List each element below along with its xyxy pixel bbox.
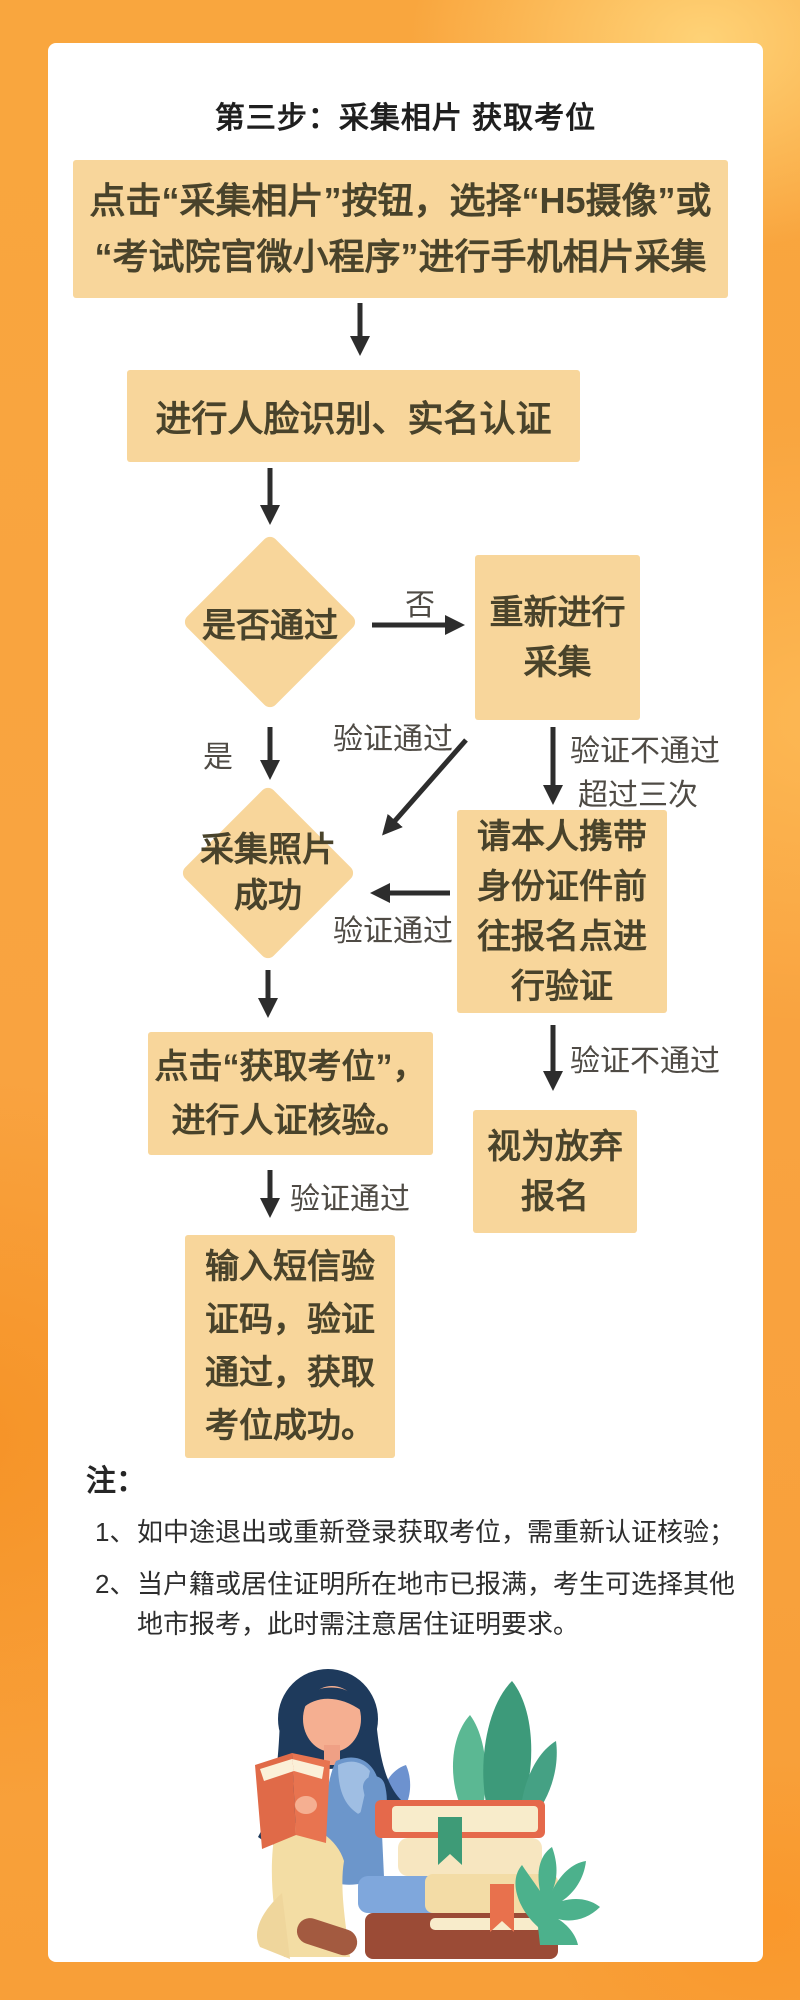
- edge-label-pass-from-onsite: 验证通过: [333, 915, 453, 948]
- edge-label-fail-giveup: 验证不通过: [570, 1045, 720, 1078]
- edge-label-no: 否: [405, 589, 435, 622]
- flow-node-sms-code: 输入短信验 证码，验证 通过，获取 考位成功。: [185, 1235, 395, 1458]
- flow-decision-pass: 是否通过: [181, 533, 359, 711]
- small-plant-icon: [515, 1847, 600, 1945]
- girl-reading-icon: [255, 1669, 402, 1959]
- plant-icon: [452, 1681, 557, 1819]
- edge-label-fail-over3-line1: 验证不通过: [570, 735, 720, 768]
- open-book-icon: [255, 1753, 330, 1849]
- notes-heading: 注：: [86, 1465, 146, 1498]
- note-item-1: 1、 如中途退出或重新登录获取考位，需重新认证核验；: [95, 1517, 736, 1547]
- note-item-2: 2、 当户籍或居住证明所在地市已报满，考生可选择其他地市报考，此时需注意居住证明…: [95, 1569, 736, 1639]
- flow-node-recollect: 重新进行 采集: [475, 555, 640, 720]
- edge-label-fail-over3-line2: 超过三次: [578, 779, 698, 812]
- flow-node-give-up: 视为放弃 报名: [473, 1110, 637, 1233]
- edge-label-pass-to-photo: 验证通过: [333, 723, 453, 756]
- flow-decision-photo-success: 采集照片 成功: [179, 784, 357, 962]
- flow-node-face-verify: 进行人脸识别、实名认证: [127, 370, 580, 462]
- flow-node-id-onsite: 请本人携带 身份证件前 往报名点进 行验证: [457, 810, 667, 1013]
- page-title: 第三步：采集相片 获取考位: [214, 102, 597, 135]
- reading-illustration: [255, 1669, 600, 1959]
- edge-label-pass-to-sms: 验证通过: [290, 1183, 410, 1216]
- edge-label-yes: 是: [203, 741, 233, 774]
- flow-node-capture: 点击“采集相片”按钮，选择“H5摄像”或 “考试院官微小程序”进行手机相片采集: [73, 160, 728, 298]
- flow-node-get-seat: 点击“获取考位”， 进行人证核验。: [148, 1032, 433, 1155]
